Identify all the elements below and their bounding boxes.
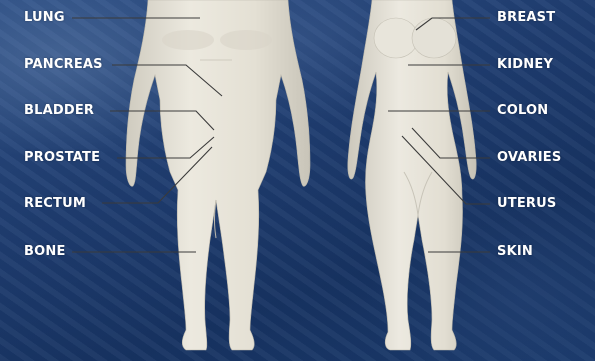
label-ovaries: OVARIES (497, 150, 561, 166)
label-uterus: UTERUS (497, 196, 556, 212)
label-kidney: KIDNEY (497, 57, 553, 73)
label-bone: BONE (24, 244, 66, 260)
label-lung: LUNG (24, 10, 65, 26)
label-prostate: PROSTATE (24, 150, 100, 166)
label-skin: SKIN (497, 244, 533, 260)
label-pancreas: PANCREAS (24, 57, 103, 73)
label-colon: COLON (497, 103, 548, 119)
female-figure (348, 0, 476, 350)
label-bladder: BLADDER (24, 103, 94, 119)
label-breast: BREAST (497, 10, 555, 26)
label-rectum: RECTUM (24, 196, 86, 212)
male-figure (126, 0, 310, 350)
